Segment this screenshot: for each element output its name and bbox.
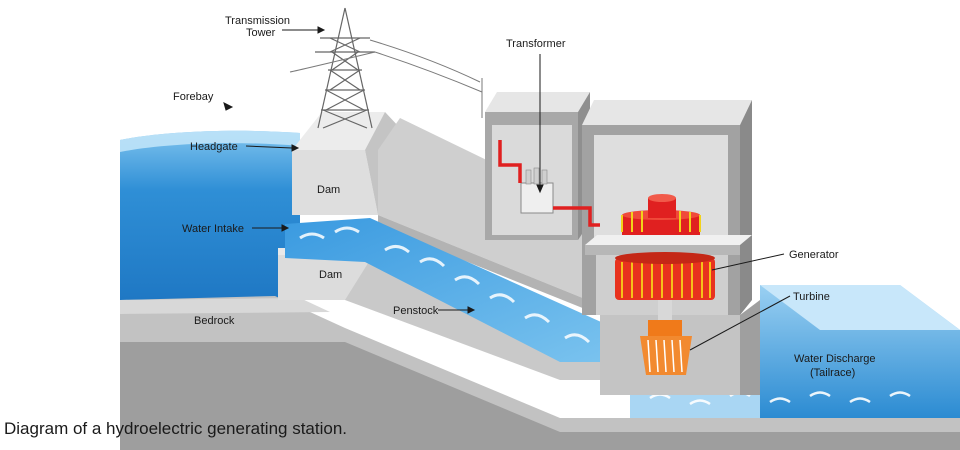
diagram-caption: Diagram of a hydroelectric generating st… <box>4 419 348 438</box>
turbine <box>640 300 692 375</box>
label-transformer: Transformer <box>506 38 566 50</box>
label-generator: Generator <box>789 249 839 261</box>
label-headgate: Headgate <box>190 141 238 153</box>
label-transmission-tower-line1: Transmission <box>225 15 290 27</box>
label-forebay: Forebay <box>173 91 214 103</box>
forebay-water <box>120 130 300 300</box>
label-transmission-tower-line2: Tower <box>246 27 276 39</box>
label-bedrock: Bedrock <box>194 315 235 327</box>
transmission-cables <box>289 39 483 118</box>
label-penstock: Penstock <box>393 305 439 317</box>
label-dam-lower: Dam <box>319 269 342 281</box>
bedrock <box>120 296 960 450</box>
leader-lines <box>223 26 791 351</box>
label-dam-upper: Dam <box>317 184 340 196</box>
label-turbine: Turbine <box>793 291 830 303</box>
transformer <box>520 167 554 214</box>
penstock-water <box>285 218 630 362</box>
label-water-discharge-line2: (Tailrace) <box>810 367 855 379</box>
power-lines <box>498 140 600 227</box>
generator <box>615 194 715 300</box>
label-water-discharge-line1: Water Discharge <box>794 353 876 365</box>
label-water-intake: Water Intake <box>182 223 244 235</box>
transmission-tower <box>315 7 375 129</box>
